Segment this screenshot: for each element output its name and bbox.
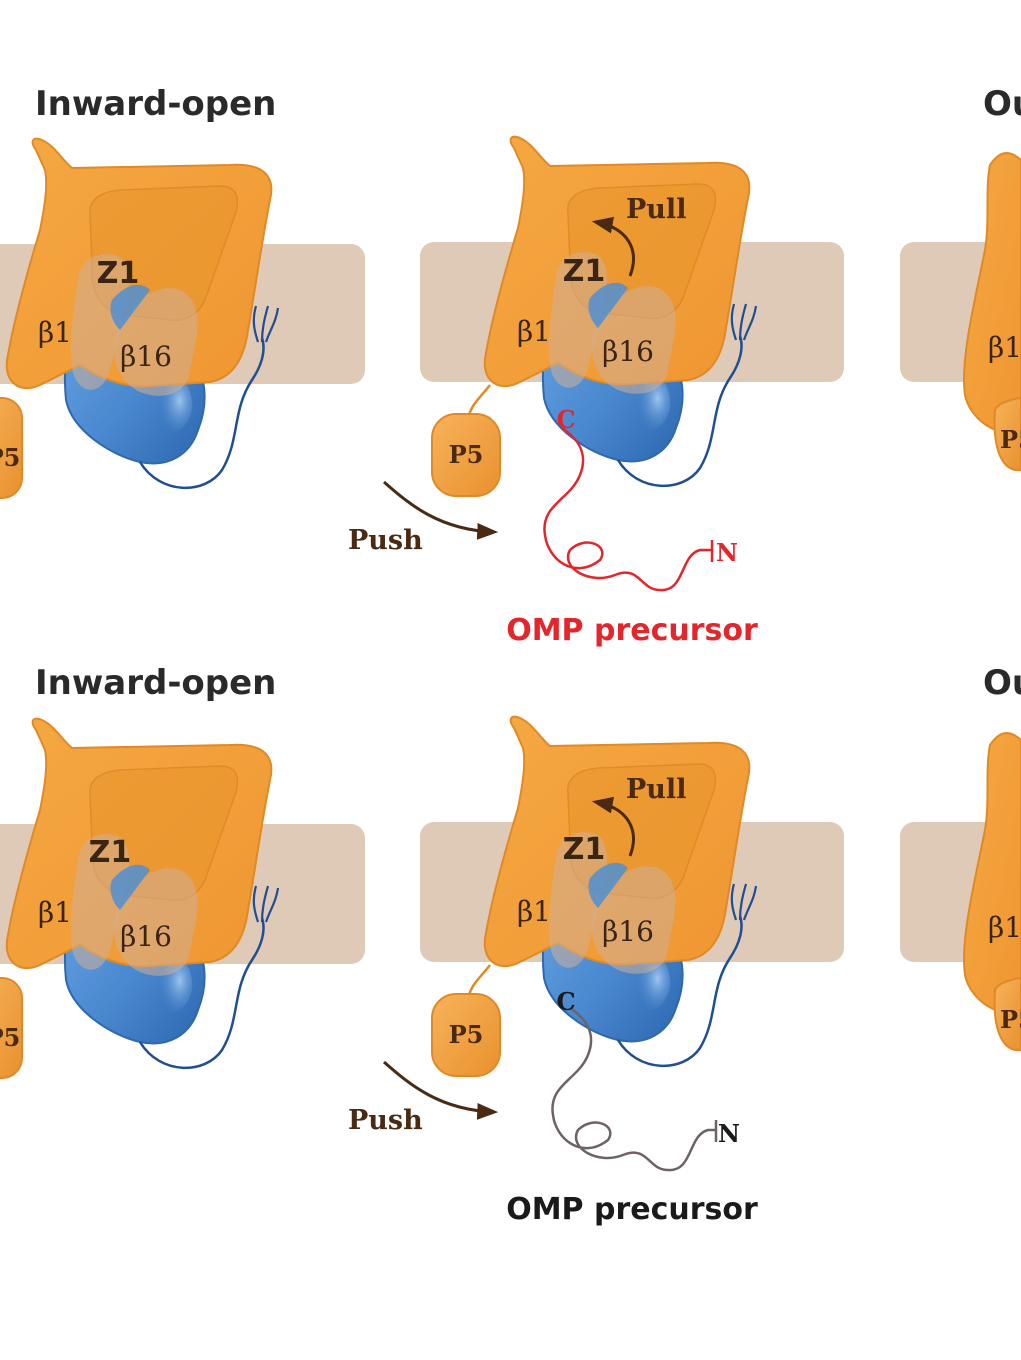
push-arrow [383,480,499,540]
beta16-label-2: β16 [120,920,172,953]
omp-precursor-label: OMP precursor [506,613,758,648]
p5-domain-middle-2: P5 [431,993,501,1077]
beta16-label-middle-2: β16 [602,915,654,948]
p5-label-left-2: P5 [0,1023,20,1052]
pull-arrow [591,216,635,277]
beta1-label-right: β1 [988,331,1021,364]
panel-title-inward-open: Inward-open [35,84,276,124]
bam-complex-left-2 [5,717,280,1070]
c-terminus-label-2: C [556,987,575,1016]
bam-complex-middle [483,135,758,488]
bam-complex-left [5,137,280,490]
n-terminus-label: N [716,538,738,567]
push-label-2: Push [348,1105,423,1136]
pull-label-2: Pull [626,774,686,805]
p5-label-middle-2: P5 [449,1020,484,1049]
pull-label: Pull [626,194,686,225]
p5-domain-left-2: P5 [0,977,23,1079]
panel-title-right: Ou [983,84,1021,124]
beta1-label: β1 [38,316,72,349]
omp-precursor-chain [543,426,712,592]
beta16-label: β16 [120,340,172,373]
z1-label: Z1 [97,256,140,291]
z1-label-2: Z1 [89,835,132,870]
bam-complex-right: β1 P5 [963,152,1021,472]
p5-label-right: P5 [1000,425,1021,454]
panel-title-right-2: Ou [983,663,1021,703]
beta1-label-middle-2: β1 [517,895,551,928]
beta1-label-middle: β1 [517,315,551,348]
z1-label-middle: Z1 [563,254,606,289]
omp-precursor-chain-2 [551,1006,716,1172]
p5-label-right-2: P5 [1000,1005,1021,1034]
beta1-label-right-2: β1 [988,911,1021,944]
omp-precursor-label-2: OMP precursor [506,1192,758,1227]
p5-domain-left: P5 [0,397,23,499]
push-arrow-2 [383,1060,499,1120]
panel-row-2: P5 Inward-open Z1 β1 β16 P5 Z1 β1 β16 Pu… [0,663,1021,1227]
n-terminus-label-2: N [718,1119,740,1148]
panel-title-inward-open-2: Inward-open [35,663,276,703]
c-terminus-label: C [556,405,575,434]
push-label: Push [348,525,423,556]
z1-label-middle-2: Z1 [563,832,606,867]
beta16-label-middle: β16 [602,335,654,368]
panel-row-1: P5 Inward-open Z1 β1 β16 P5 Z1 β1 β16 Pu… [0,84,1021,648]
pull-arrow-2 [591,796,635,857]
beta1-label-2: β1 [38,896,72,929]
p5-label-left: P5 [0,443,20,472]
bam-complex-right-2: β1 P5 [963,732,1021,1052]
p5-label-middle: P5 [449,440,484,469]
bam-complex-middle-2 [483,715,758,1068]
p5-domain-middle: P5 [431,413,501,497]
